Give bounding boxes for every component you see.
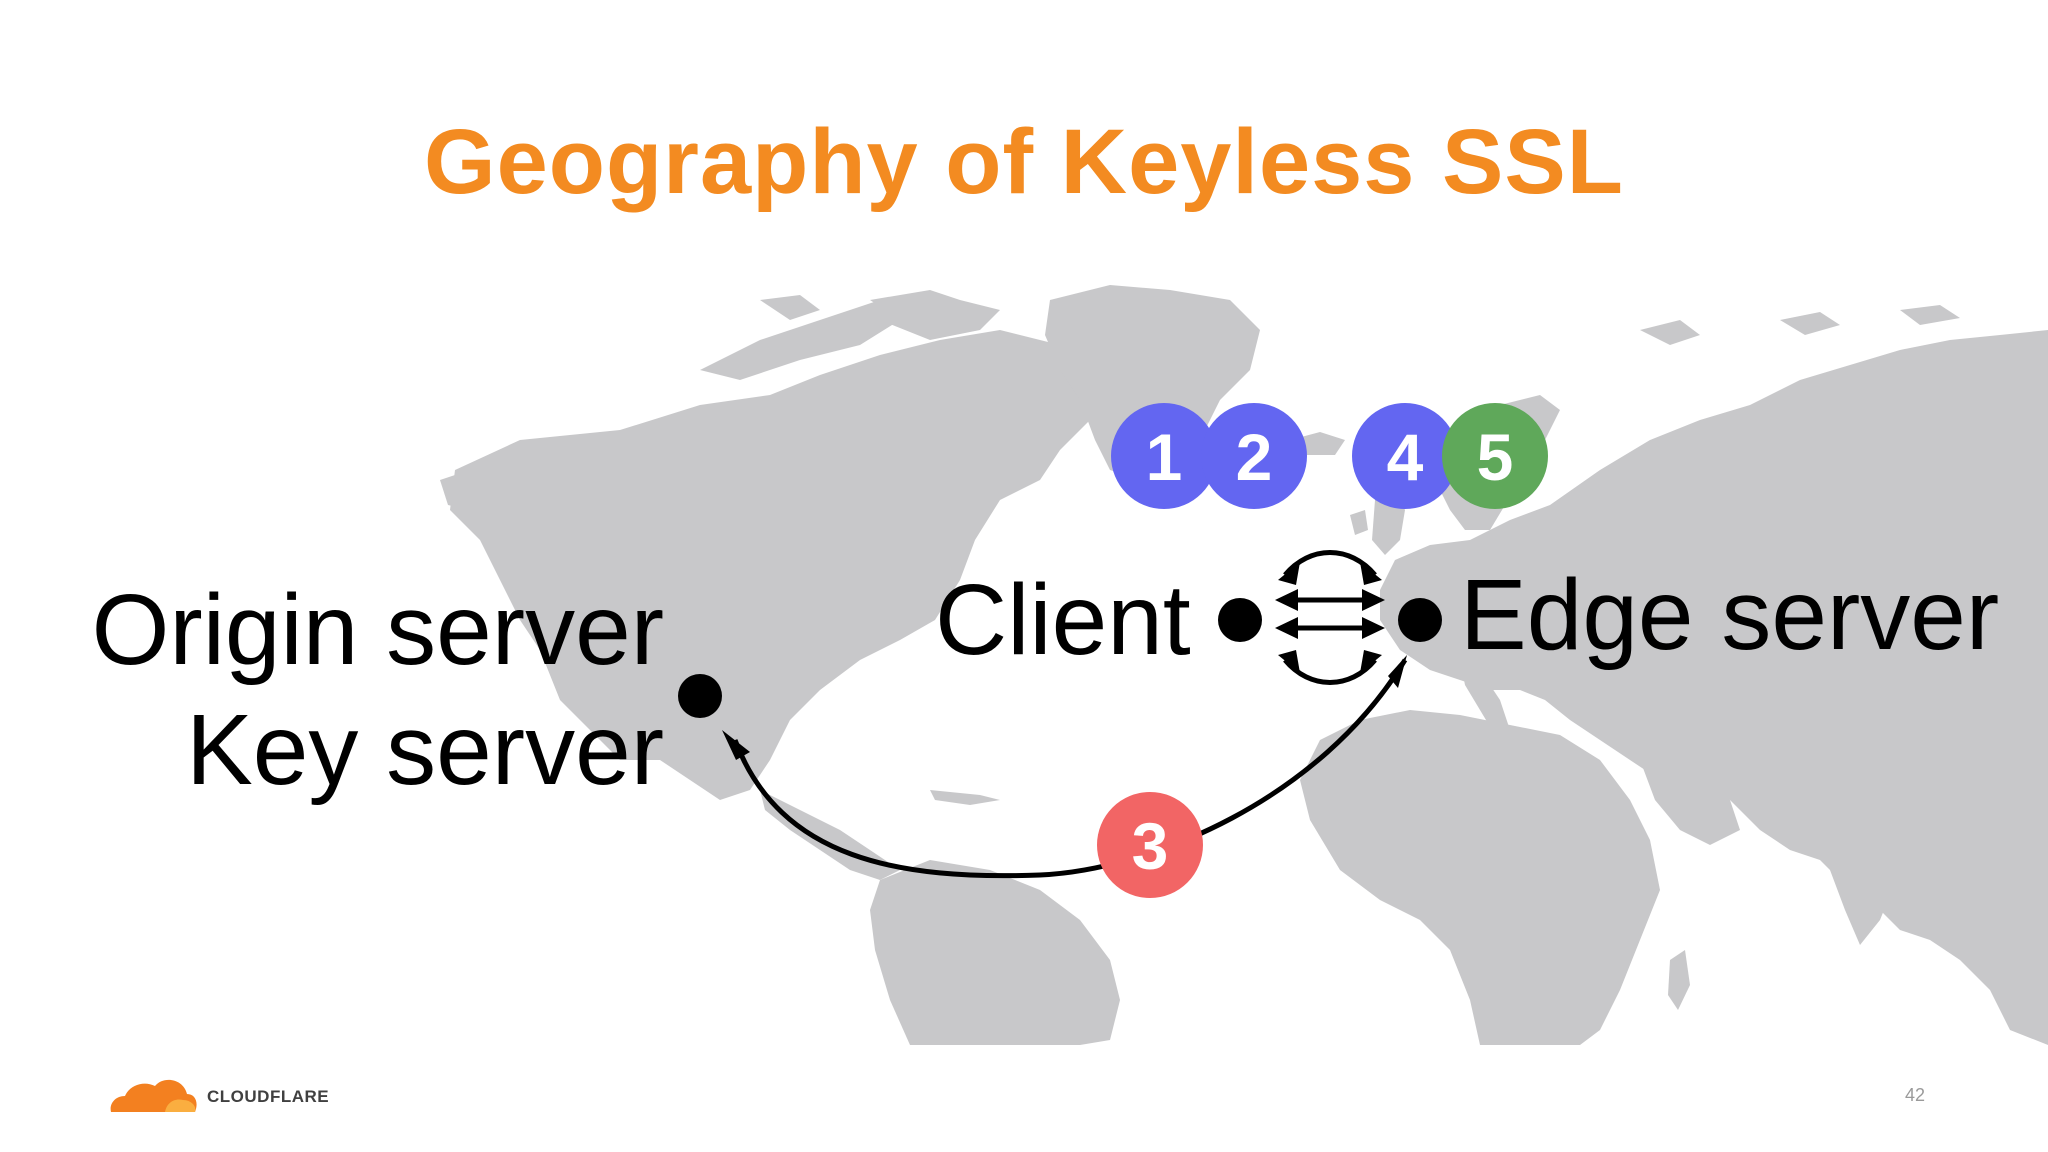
step-badge-5-label: 5 [1477,420,1514,494]
arrowhead-edge [1388,655,1407,688]
step-badge-5: 5 [1442,403,1548,509]
label-edge-server: Edge server [1460,559,2000,671]
continent-africa [1300,710,1660,1045]
continent-central-america [760,790,900,880]
node-client [1218,598,1262,642]
connector-client-edge-arrowheads [1275,562,1385,673]
continent-greenland [1045,285,1260,480]
step-badge-3: 3 [1097,792,1203,898]
continent-arctic-islands [700,300,900,380]
page-number: 42 [1904,1085,1925,1105]
continent-north-america [450,330,1110,800]
label-client: Client [935,564,1191,676]
label-origin-server: Origin server [91,574,664,686]
step-badge-1: 1 [1111,403,1217,509]
arrowhead-origin [722,730,750,760]
node-origin [678,674,722,718]
step-badge-3-label: 3 [1132,809,1169,883]
step-badge-2: 2 [1201,403,1307,509]
cloudflare-logo-icon [110,1079,197,1112]
connector-arc-edge-to-origin [732,658,1408,879]
step-badge-1-label: 1 [1146,420,1183,494]
cloudflare-logo-text: CLOUDFLARE [207,1087,330,1106]
slide-title: Geography of Keyless SSL [424,111,1624,213]
label-key-server: Key server [186,694,664,806]
node-edge [1398,598,1442,642]
step-badge-4-label: 4 [1387,420,1424,494]
step-badge-2-label: 2 [1236,420,1273,494]
continent-south-america [870,860,1120,1045]
step-badge-4: 4 [1352,403,1458,509]
